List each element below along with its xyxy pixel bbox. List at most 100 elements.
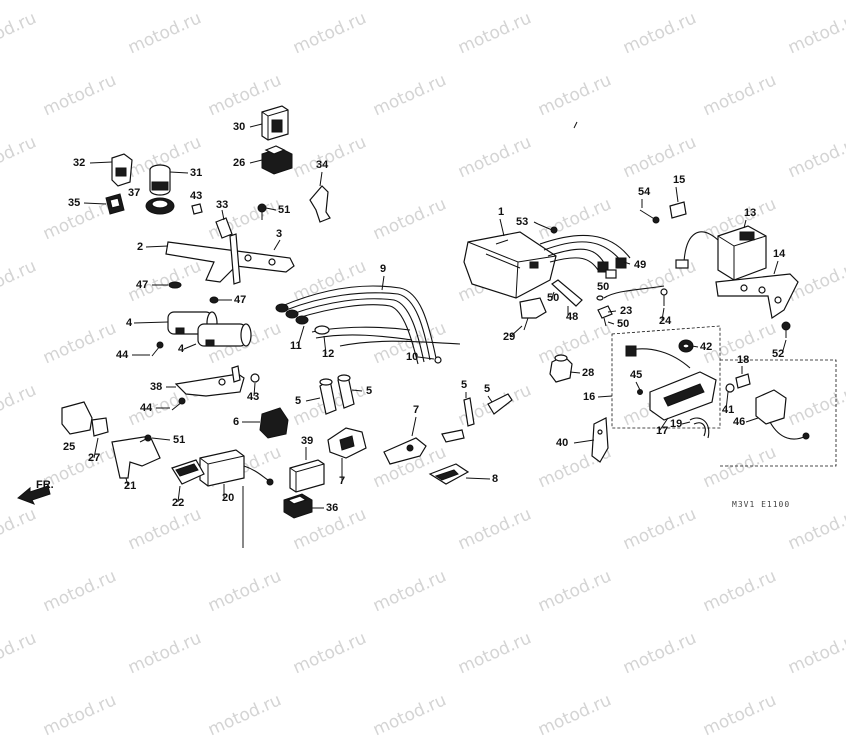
leader-line-9 <box>381 275 385 291</box>
callout-37-rubber: 37 <box>128 187 140 199</box>
leader-line-27 <box>93 437 99 459</box>
part-17-pulser <box>625 345 717 421</box>
front-label: FR. <box>36 479 54 491</box>
callout-45-screw: 45 <box>630 369 642 381</box>
callout-44-bolt: 44 <box>116 349 129 361</box>
leader-line-50 <box>551 291 555 299</box>
part-50-tube <box>596 285 665 327</box>
leader-line-4 <box>133 321 169 324</box>
callout-44-bolt: 44 <box>140 402 153 414</box>
part-26-relay <box>261 145 293 175</box>
part-19-clamp <box>689 417 710 439</box>
callout-47-screw: 47 <box>234 294 246 306</box>
part-54-bolt <box>639 209 660 224</box>
callout-5-spark-plug-cap: 5 <box>366 385 372 397</box>
part-47-screw <box>168 281 219 304</box>
watermark-text: motod.ru <box>535 690 615 740</box>
callout-41-nut: 41 <box>722 404 734 416</box>
part-30-relay <box>261 105 289 141</box>
callout-6-relay: 6 <box>233 416 239 428</box>
callout-34-stay: 34 <box>316 159 329 171</box>
callout-5-spark-plug-cap: 5 <box>484 383 490 395</box>
leader-line-34 <box>319 171 323 187</box>
part-6-relay <box>259 407 289 439</box>
callout-33-clip: 33 <box>216 199 228 211</box>
part-wiring-harness <box>539 234 631 279</box>
part-14-bracket <box>715 273 799 320</box>
callout-23-joint: 23 <box>620 305 632 317</box>
part-37-rubber <box>145 197 175 215</box>
callout-19-clamp: 19 <box>670 418 682 430</box>
leader-line-10 <box>417 356 435 360</box>
leader-line-22 <box>177 485 181 503</box>
part-8-coupler <box>428 463 470 485</box>
leader-line-23 <box>607 310 617 313</box>
leader-line-4 <box>183 343 197 350</box>
part-36-coupler <box>283 493 313 519</box>
leader-line-53 <box>533 221 539 225</box>
leader-line-28 <box>569 371 581 374</box>
leader-line-24 <box>661 307 665 321</box>
leader-line-32 <box>89 161 113 164</box>
part-10-cord <box>339 340 461 364</box>
callout-51-bolt: 51 <box>278 204 290 216</box>
part-2-bracket <box>165 233 295 285</box>
leader-line-16 <box>597 395 613 398</box>
part-51-bolt-lower <box>139 434 152 443</box>
callout-13-unit: 13 <box>744 207 756 219</box>
part-52-bolt <box>781 321 791 338</box>
front-arrow-icon <box>17 485 51 505</box>
leader-line-46 <box>745 417 759 423</box>
callout-20-regulator: 20 <box>222 492 234 504</box>
callout-14-bracket: 14 <box>773 248 786 260</box>
leader-line-21 <box>125 477 129 487</box>
callout-4-ignition-coil: 4 <box>178 343 185 355</box>
watermark-text: motod.ru <box>290 628 370 679</box>
part-41-nut <box>725 383 735 393</box>
part-42-grommet <box>678 339 694 353</box>
part-25-lamp <box>61 401 109 437</box>
callout-7-connector: 7 <box>339 475 345 487</box>
part-13-unit <box>675 225 767 281</box>
watermark-text: motod.ru <box>620 628 700 679</box>
part-29-bracket <box>519 297 547 331</box>
leader-line-52 <box>781 339 787 355</box>
part-43-nut-top <box>191 203 203 215</box>
part-16-assembly-box <box>611 325 837 467</box>
leader-line-42 <box>691 345 699 348</box>
part-9-cords <box>275 285 437 365</box>
callout-21-stay: 21 <box>124 480 136 492</box>
leader-line-13 <box>743 219 747 229</box>
callout-39-relay: 39 <box>301 435 313 447</box>
part-53-bolt <box>537 223 558 234</box>
leader-line-5 <box>305 397 321 402</box>
callout-5-spark-plug-cap: 5 <box>295 395 301 407</box>
callout-27-holder: 27 <box>88 452 100 464</box>
leader-line-8 <box>465 477 491 480</box>
leader-line-11 <box>297 325 305 347</box>
callout-4-ignition-coil: 4 <box>126 317 133 329</box>
callout-2-bracket: 2 <box>137 241 143 253</box>
callout-50-tube: 50 <box>597 281 609 293</box>
parts-diagram: 3026323135374333513423474744441112910384… <box>17 105 837 548</box>
part-20-regulator <box>199 449 274 548</box>
diagram-code: M3V1 E1100 <box>732 500 791 509</box>
callout-10-cord: 10 <box>406 351 418 363</box>
callout-7-connector: 7 <box>413 404 419 416</box>
part-39-relay <box>289 459 325 493</box>
callout-43-nut: 43 <box>190 190 202 202</box>
callout-22-cover: 22 <box>172 497 184 509</box>
callout-40-stay: 40 <box>556 437 568 449</box>
part-48-tube <box>551 279 583 307</box>
part-51-bolt <box>257 203 267 220</box>
part-28-cap <box>549 354 573 383</box>
leader-line-49 <box>623 261 631 265</box>
callout-1-control-unit: 1 <box>498 206 504 218</box>
callout-49-coupler: 49 <box>634 259 646 271</box>
watermark-text: motod.ru <box>370 690 450 740</box>
leader-line-51 <box>265 207 277 211</box>
callout-52-bolt: 52 <box>772 348 784 360</box>
leader-line-43 <box>253 382 256 397</box>
part-22-cover <box>171 459 205 485</box>
watermark-text: motod.ru <box>125 628 205 679</box>
